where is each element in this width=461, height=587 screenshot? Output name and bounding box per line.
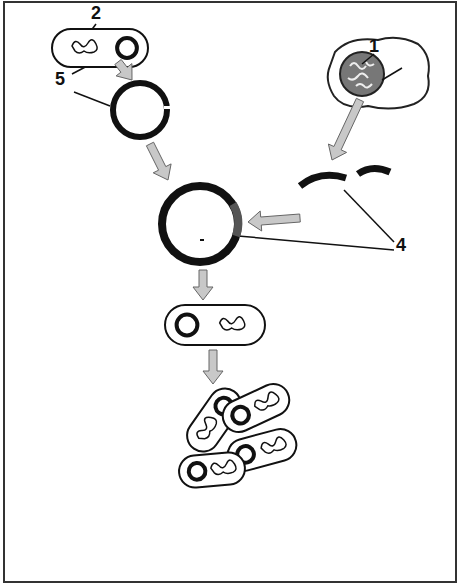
chromosome [210, 460, 236, 475]
callout-number: 1 [369, 37, 379, 55]
frame [4, 2, 456, 582]
process-arrow [328, 98, 363, 160]
cut-site [164, 106, 170, 109]
callout-number: 4 [396, 236, 406, 254]
chromosome [260, 436, 288, 455]
dna-fragment [358, 168, 390, 174]
donor-cell [328, 38, 429, 109]
cell-wall [165, 305, 265, 345]
recombinant-plasmid [162, 186, 238, 262]
process-arrow [248, 211, 300, 231]
cell-wall [52, 29, 148, 67]
chromosome [194, 414, 219, 442]
leader-line [74, 92, 110, 106]
plasmid [188, 462, 206, 480]
plasmid [117, 38, 137, 58]
callout-number: 5 [55, 70, 65, 88]
insert [233, 204, 238, 236]
process-arrow [203, 350, 223, 384]
plasmid [230, 404, 252, 426]
dna-fragment [300, 175, 346, 186]
plasmid [113, 83, 167, 137]
mark [200, 239, 204, 241]
leader-line [382, 68, 402, 80]
nucleus [340, 52, 384, 96]
process-arrow [193, 270, 213, 300]
chromosomes [348, 62, 374, 88]
plasmid [177, 315, 198, 336]
chromosome [72, 40, 97, 53]
cell-wall [178, 451, 247, 489]
process-arrow [146, 142, 171, 180]
chromosome [220, 317, 245, 330]
leader-line [344, 190, 394, 242]
bacterium [178, 451, 247, 489]
callout-number: 2 [91, 4, 101, 22]
leader-line [362, 54, 374, 64]
leader-line [238, 236, 394, 250]
bacterium [165, 305, 265, 345]
chromosome [252, 390, 280, 413]
process-arrow [115, 60, 132, 81]
bacterium [52, 29, 148, 67]
